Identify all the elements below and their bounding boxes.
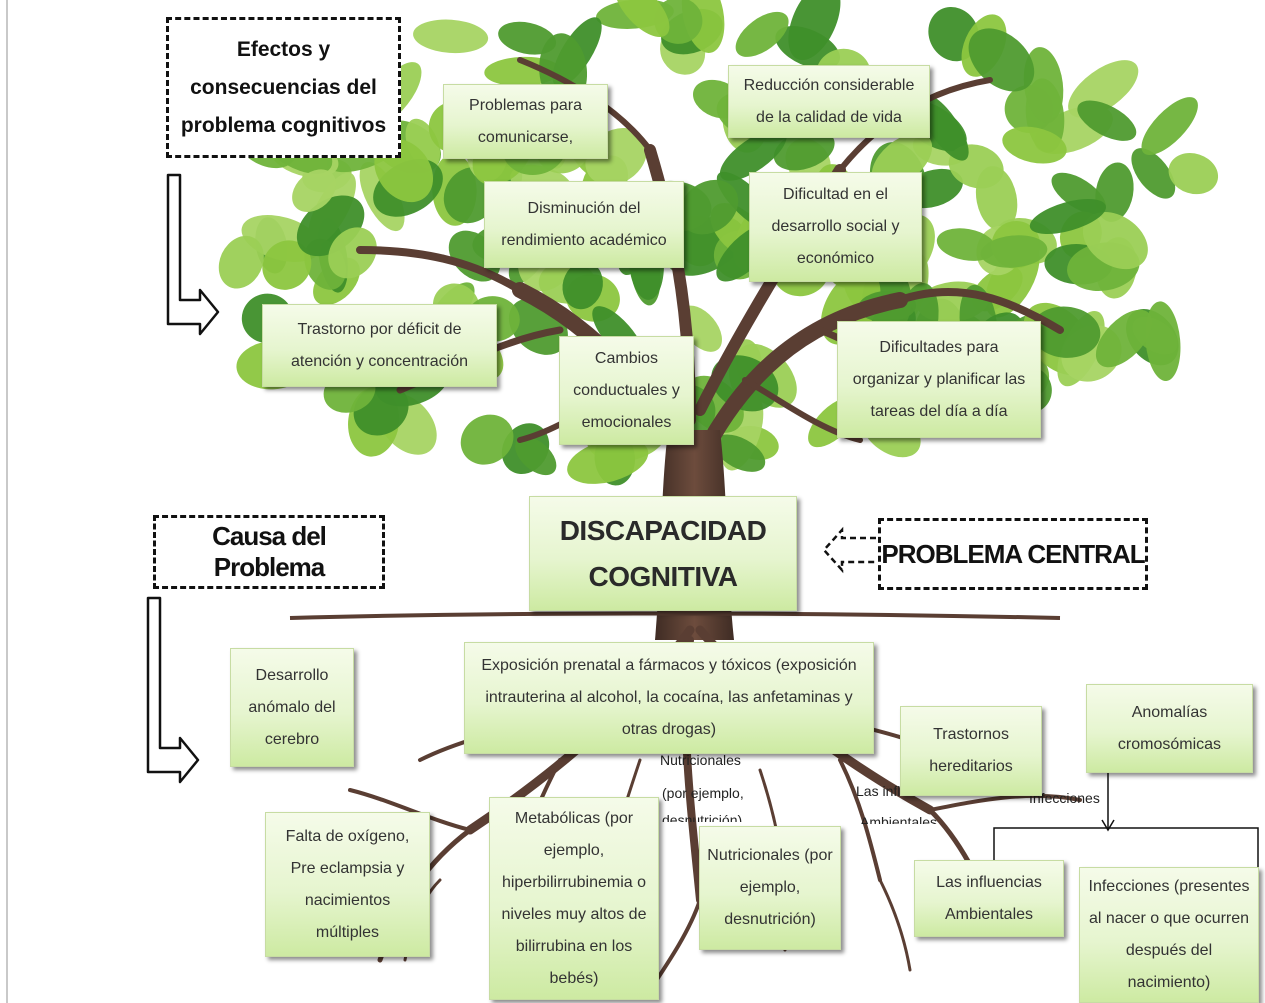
effects-header-text: Efectos y consecuencias del problema cog… bbox=[180, 37, 387, 137]
effect-organizar-text: Dificultades para organizar y planificar… bbox=[852, 338, 1026, 420]
central-problem-box: DISCAPACIDAD COGNITIVA bbox=[529, 496, 797, 611]
effect-comunicarse-text: Problemas para comunicarse, bbox=[469, 96, 582, 146]
cause-metabolicas: Metabólicas (por ejemplo, hiperbilirrubi… bbox=[489, 797, 659, 1000]
cause-oxigeno-text: Falta de oxígeno, Pre eclampsia y nacimi… bbox=[285, 827, 410, 941]
cause-nutricionales: Nutricionales (por ejemplo, desnutrición… bbox=[699, 826, 841, 950]
leaf bbox=[562, 261, 603, 310]
cause-cromosomicas-text: Anomalías cromosómicas bbox=[1117, 703, 1222, 753]
effect-atencion-text: Trastorno por déficit de atención y conc… bbox=[291, 320, 468, 370]
cause-exposicion: Exposición prenatal a fármacos y tóxicos… bbox=[464, 642, 874, 754]
leaf bbox=[968, 28, 1035, 92]
cause-hereditarios: Trastornos hereditarios bbox=[900, 706, 1042, 796]
infecciones-connector bbox=[993, 768, 1259, 868]
leaf bbox=[218, 235, 264, 289]
leaf bbox=[1141, 97, 1198, 156]
effects-header: Efectos y consecuencias del problema cog… bbox=[166, 17, 401, 158]
ghost-nutricionales-3: desnutrición) bbox=[662, 812, 743, 822]
leaf bbox=[773, 129, 835, 171]
leaf bbox=[515, 436, 557, 476]
effect-social: Dificultad en el desarrollo social y eco… bbox=[749, 172, 922, 282]
leaf bbox=[1168, 153, 1219, 195]
leaf bbox=[262, 240, 312, 290]
leaf bbox=[1077, 100, 1137, 141]
leaf bbox=[713, 434, 766, 472]
cause-oxigeno: Falta de oxígeno, Pre eclampsia y nacimi… bbox=[265, 812, 430, 957]
effect-social-text: Dificultad en el desarrollo social y eco… bbox=[771, 186, 900, 267]
cause-cromosomicas: Anomalías cromosómicas bbox=[1086, 684, 1253, 773]
effect-comunicarse: Problemas para comunicarse, bbox=[443, 84, 608, 159]
infecciones-connector-label: Infecciones bbox=[1029, 790, 1100, 806]
leaf bbox=[498, 21, 557, 55]
leaf bbox=[1082, 212, 1148, 270]
cause-cerebro-text: Desarrollo anómalo del cerebro bbox=[248, 666, 336, 748]
effect-atencion: Trastorno por déficit de atención y conc… bbox=[262, 304, 497, 387]
effect-calidad-vida-text: Reducción considerable de la calidad de … bbox=[743, 76, 915, 126]
cause-header: Causa del Problema bbox=[153, 515, 385, 589]
cause-exposicion-text: Exposición prenatal a fármacos y tóxicos… bbox=[481, 657, 857, 738]
ghost-nutricionales-1: Nutricionales bbox=[660, 752, 741, 768]
ghost-nutricionales-2: (por ejemplo, bbox=[662, 785, 744, 801]
leaf bbox=[735, 11, 789, 57]
leaf bbox=[1002, 126, 1067, 164]
leaf bbox=[460, 414, 514, 465]
effect-conductuales-text: Cambios conductuales y emocionales bbox=[573, 349, 680, 431]
effect-organizar: Dificultades para organizar y planificar… bbox=[837, 321, 1041, 438]
effect-rendimiento-text: Disminución del rendimiento académico bbox=[501, 199, 667, 249]
cause-nutricionales-text: Nutricionales (por ejemplo, desnutrición… bbox=[707, 847, 833, 928]
leaf bbox=[1131, 148, 1176, 199]
cause-ambientales-text: Las influencias Ambientales bbox=[936, 873, 1042, 923]
leaf bbox=[292, 169, 337, 212]
leaf bbox=[1029, 198, 1106, 235]
cause-arrow bbox=[146, 596, 200, 784]
central-arrow bbox=[822, 526, 876, 574]
leaf bbox=[719, 128, 787, 181]
central-header: PROBLEMA CENTRAL bbox=[878, 518, 1148, 590]
ground-line bbox=[289, 611, 1061, 620]
cause-metabolicas-text: Metabólicas (por ejemplo, hiperbilirrubi… bbox=[501, 809, 647, 987]
leaf bbox=[1095, 309, 1153, 368]
effect-rendimiento: Disminución del rendimiento académico bbox=[484, 181, 684, 268]
central-header-text: PROBLEMA CENTRAL bbox=[881, 538, 1145, 569]
effects-arrow bbox=[166, 173, 220, 336]
cause-ambientales: Las influencias Ambientales bbox=[914, 860, 1064, 937]
leaf bbox=[328, 227, 377, 279]
cause-infecciones: Infecciones (presentes al nacer o que oc… bbox=[1079, 867, 1259, 1003]
leaf bbox=[918, 93, 969, 161]
cause-header-text: Causa del Problema bbox=[212, 521, 327, 582]
cause-hereditarios-text: Trastornos hereditarios bbox=[929, 726, 1013, 775]
effect-conductuales: Cambios conductuales y emocionales bbox=[559, 336, 694, 445]
cause-cerebro: Desarrollo anómalo del cerebro bbox=[230, 648, 354, 767]
cause-infecciones-text: Infecciones (presentes al nacer o que oc… bbox=[1088, 878, 1250, 991]
leaf bbox=[614, 0, 670, 37]
left-edge-line bbox=[6, 0, 8, 1003]
leaf bbox=[567, 438, 649, 484]
leaf bbox=[980, 235, 1048, 268]
effect-calidad-vida: Reducción considerable de la calidad de … bbox=[728, 65, 930, 138]
central-problem-text: DISCAPACIDAD COGNITIVA bbox=[559, 514, 767, 592]
leaf bbox=[413, 19, 489, 54]
ghost-influencias-2: Ambientales bbox=[860, 814, 938, 824]
